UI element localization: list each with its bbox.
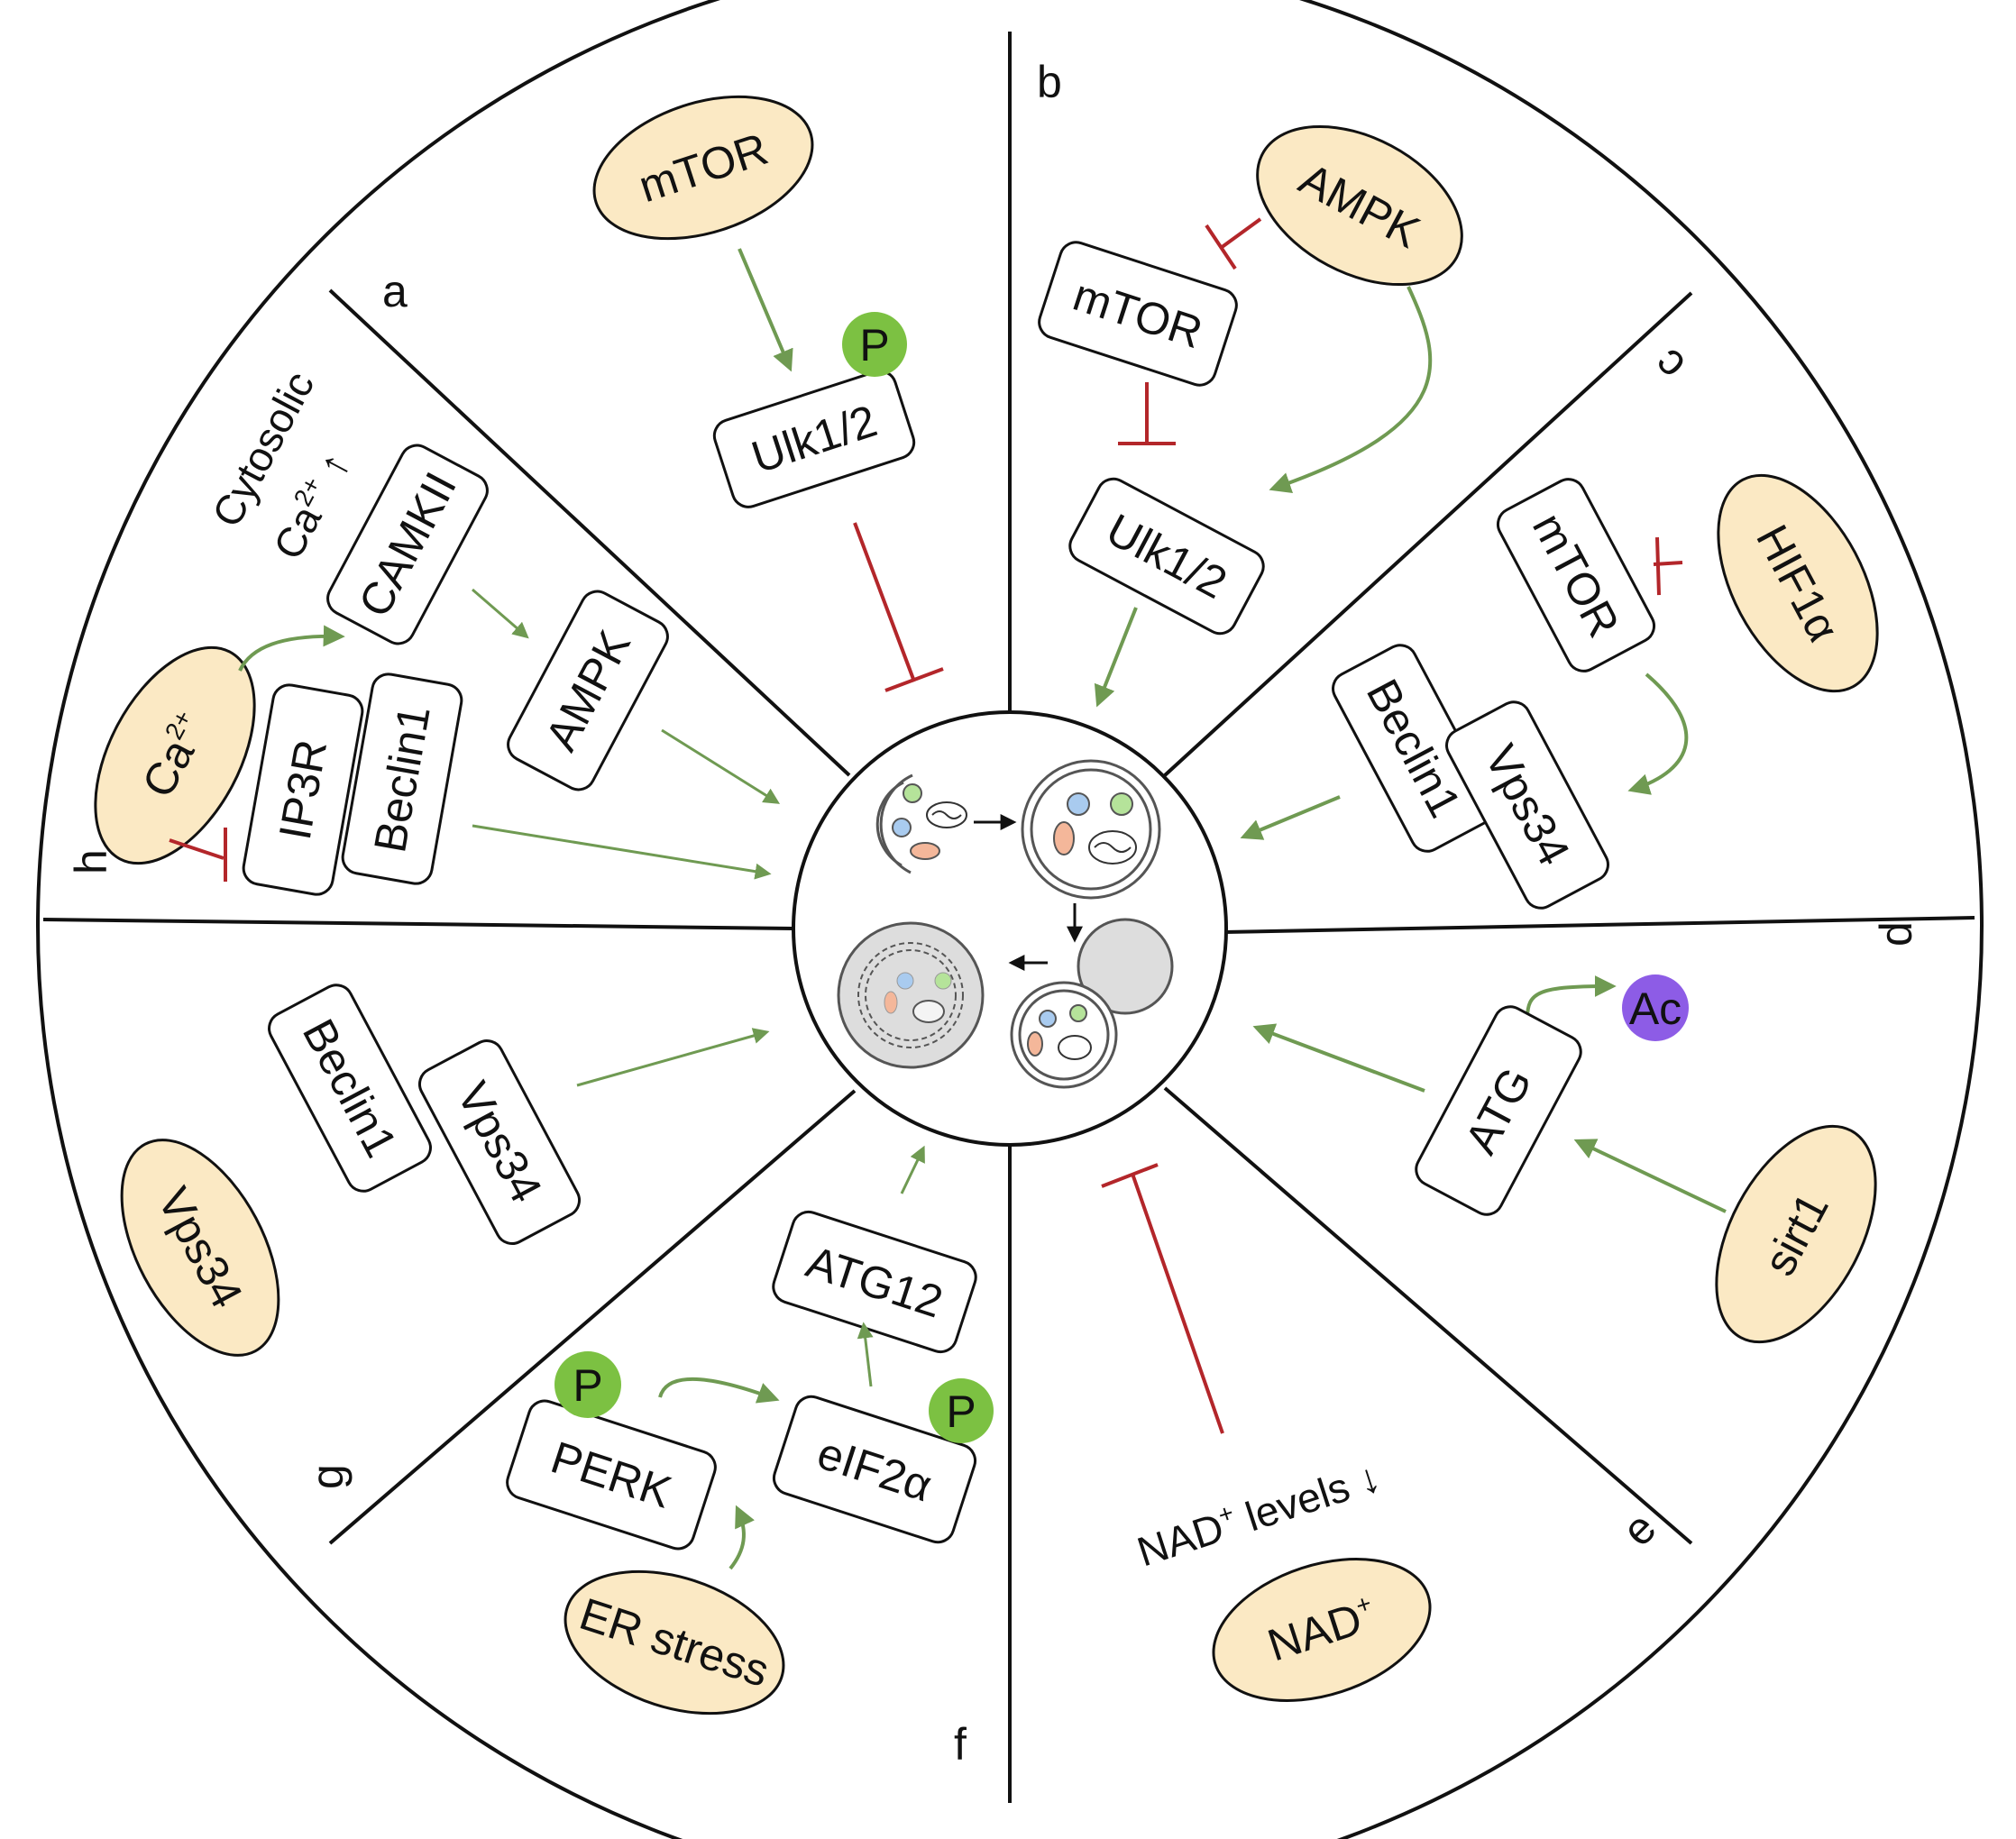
beclin-box: Beclin1 <box>341 672 463 885</box>
sector-letter-h: h <box>66 849 116 874</box>
ca-oval: Ca2+ <box>94 645 256 865</box>
arrow-perk-to-eif <box>658 1377 780 1404</box>
arrow-beclin-to-autophagy <box>472 824 772 880</box>
inhibit-bar-c <box>1655 536 1661 596</box>
inhibit-ca-to-ip3r <box>169 838 225 860</box>
arrow-ampk-to-autophagy <box>661 728 781 804</box>
eif-box: eIF2α <box>772 1395 977 1544</box>
perk-box: PERK <box>506 1399 717 1551</box>
mtor-oval: mTOR <box>592 95 814 241</box>
mtor-box: mTOR <box>1038 241 1238 387</box>
sector-b: AMPK mTOR Ulk1/2 <box>1038 124 1463 708</box>
spoke-bottom-left <box>328 1089 857 1545</box>
sector-letter-g: g <box>302 1464 353 1489</box>
vps-oval: Vps34 <box>120 1139 280 1357</box>
arrow-ampk-to-ulk <box>1269 286 1433 494</box>
phospho-badge-eif: P <box>929 1378 994 1443</box>
autophagosome <box>1021 759 1161 900</box>
atg-box: ATG <box>1415 1005 1582 1216</box>
er-oval: ER stress <box>564 1569 785 1715</box>
arrow-mtor-to-vps <box>1627 672 1689 795</box>
acetyl-badge: Ac <box>1622 974 1689 1041</box>
spoke-right <box>1223 916 1975 934</box>
ip3r-box: IP3R <box>242 683 364 896</box>
ampk-oval: AMPK <box>1256 124 1463 287</box>
phospho-badge: P <box>842 312 907 377</box>
sector-letter-b: b <box>1037 57 1062 107</box>
sector-g: Beclin1 Vps34 Vps34 <box>120 984 770 1357</box>
svg-text:P: P <box>859 320 889 371</box>
spoke-top-right <box>1163 291 1693 777</box>
inhibit-bar-b1 <box>1205 224 1237 270</box>
arrow-atg-to-acetyl <box>1526 975 1617 1020</box>
arrow-ulk-to-autophagy <box>1094 607 1138 708</box>
autolysosome <box>837 921 985 1069</box>
inhibit-bar-e <box>1101 1163 1159 1188</box>
inhibit-ampk-to-mtor <box>1219 217 1262 250</box>
arrow-camkii-to-ampk <box>472 588 529 639</box>
sector-letter-a: a <box>382 266 408 316</box>
inhibit-bar-a <box>884 667 944 692</box>
arrow-er-to-perk <box>729 1505 755 1570</box>
arrow-eif-to-atg12 <box>857 1322 874 1387</box>
sector-a: mTOR Ulk1/2 P <box>592 95 944 692</box>
inhibit-nad-to-autophagy <box>1131 1173 1224 1434</box>
sector-letter-d: d <box>1871 921 1921 947</box>
lysosome-fusion <box>1010 918 1174 1089</box>
beclin-box: Beclin1 <box>268 984 432 1193</box>
center-circle <box>792 710 1228 1147</box>
sector-letter-f: f <box>954 1719 967 1770</box>
arrow-sirt-to-atg <box>1573 1139 1727 1213</box>
svg-text:Ac: Ac <box>1629 984 1682 1034</box>
spoke-top-left <box>328 288 851 777</box>
phospho-badge-perk: P <box>554 1351 621 1418</box>
arrow-beclin-to-autophagy <box>1240 795 1341 840</box>
arrow-complex-to-autophagy <box>576 1028 770 1087</box>
svg-text:P: P <box>573 1360 602 1411</box>
arrow-ca-to-camkii <box>238 625 345 672</box>
nad-oval: NAD+ <box>1212 1558 1432 1702</box>
svg-text:P: P <box>946 1386 976 1437</box>
arrow-atg-to-autophagy <box>1252 1023 1425 1093</box>
sirt-oval: sirt1 <box>1715 1124 1877 1344</box>
arrow-atg12-to-autophagy <box>900 1145 925 1194</box>
phagophore <box>875 773 967 874</box>
inhibit-ulk-to-autophagy <box>853 522 916 682</box>
sector-f: ATG12 eIF2α P PERK P ER stress <box>506 1145 994 1715</box>
center-autophagy <box>792 710 1228 1147</box>
sector-d: Ac ATG sirt1 <box>1252 974 1877 1344</box>
sector-c: HIF1α mTOR Beclin1 Vps34 <box>1240 473 1879 910</box>
arrow-mtor-to-ulk <box>738 248 793 372</box>
ulk-box: Ulk1/2 <box>712 370 916 508</box>
spoke-left <box>42 918 794 930</box>
spoke-bottom-right <box>1163 1086 1693 1545</box>
hif-oval: HIF1α <box>1717 473 1879 693</box>
